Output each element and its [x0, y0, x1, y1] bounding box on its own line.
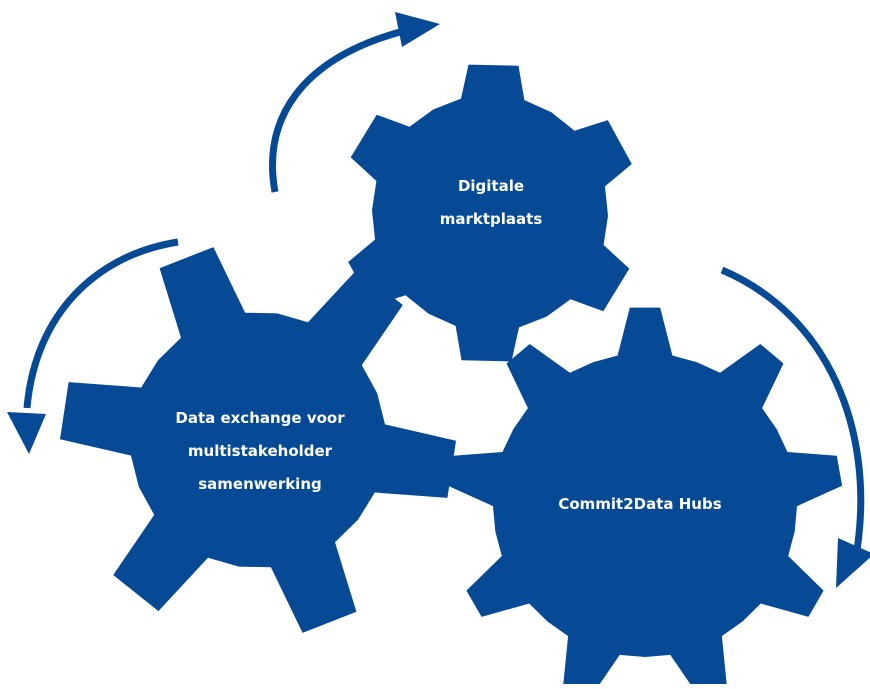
gear-commit2data-hubs — [447, 307, 843, 689]
gear-label-commit2data-hubs: Commit2Data Hubs — [520, 488, 760, 521]
gear-data-exchange — [60, 247, 456, 633]
arrows-layer — [7, 12, 870, 588]
gear-label-line: Commit2Data Hubs — [558, 495, 722, 513]
gear-label-line: Data exchange voor — [175, 409, 345, 427]
gear-label-data-exchange: Data exchange voor multistakeholder same… — [140, 402, 380, 501]
gear-label-line: samenwerking — [198, 475, 322, 493]
gear-label-line: marktplaats — [439, 210, 543, 228]
gear-label-line: multistakeholder — [187, 442, 333, 460]
gear-label-line: Digitale — [457, 177, 525, 195]
right-arrow-head — [836, 538, 870, 588]
gears-layer — [60, 64, 843, 689]
left-arrow-head — [7, 412, 46, 454]
top-cycle-arrow — [269, 28, 401, 193]
gear-label-digitale-marktplaats: Digitale marktplaats — [386, 170, 596, 236]
top-arrow-head — [395, 12, 440, 47]
right-cycle-arrow — [720, 266, 865, 551]
left-cycle-arrow — [23, 238, 179, 409]
gear-digitale-marktplaats — [348, 64, 632, 362]
